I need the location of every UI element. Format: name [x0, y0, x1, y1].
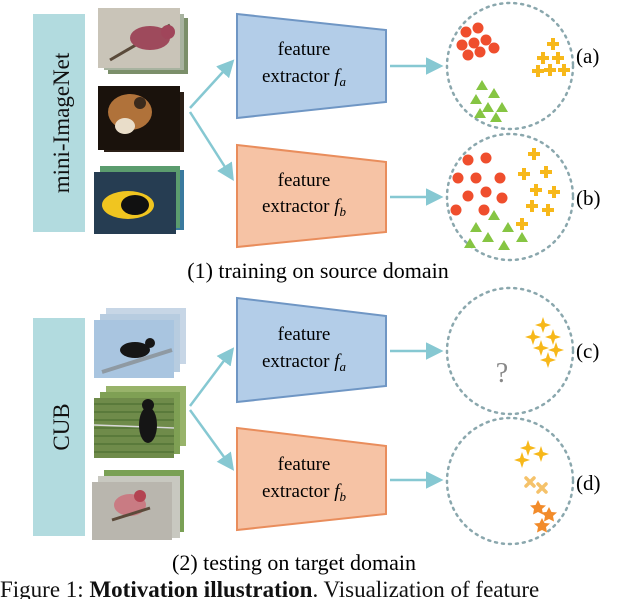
spread-red-dots — [450, 152, 508, 216]
extractor-b-train: feature extractor fb — [236, 143, 387, 249]
panel-label-d: (d) — [576, 471, 601, 495]
source-image-stack-1 — [98, 8, 188, 74]
unknown-mark: ? — [496, 358, 508, 389]
test-yellow-sparkles — [525, 317, 564, 368]
extractor-a-test-line2: extractor fa — [262, 351, 347, 374]
feature-space-a — [445, 1, 575, 131]
caption-prefix: Figure 1: — [0, 577, 90, 599]
target-dataset-label: CUB — [49, 403, 74, 450]
panel-label-c: (c) — [576, 339, 599, 363]
figure-caption: Figure 1: Motivation illustration. Visua… — [0, 574, 640, 599]
extractor-b-train-line2: extractor fb — [262, 196, 347, 219]
test-star-cluster — [530, 500, 557, 533]
target-image-stack-2 — [93, 386, 186, 458]
test-x-cluster — [524, 476, 548, 494]
extractor-a-train-line1: feature — [278, 39, 331, 60]
extractor-b-train-line1: feature — [278, 170, 331, 191]
feature-space-b — [445, 132, 575, 262]
target-dataset-box: CUB — [33, 318, 85, 536]
extractor-a-train-line2: extractor fa — [262, 66, 347, 89]
panel-label-a: (a) — [576, 44, 599, 68]
dataset-to-extractor-arrows — [188, 59, 235, 471]
target-image-stack-1 — [94, 308, 186, 378]
training-section-caption: (1) training on source domain — [187, 258, 449, 283]
caption-bold-title: Motivation illustration — [89, 577, 313, 599]
cluster-red-dots — [456, 22, 500, 61]
source-image-stack-2 — [98, 86, 184, 152]
cluster-yellow-crosses — [532, 38, 570, 77]
extractor-to-space-arrows — [390, 57, 444, 489]
spread-yellow-crosses — [516, 148, 560, 230]
cluster-green-triangles — [470, 80, 508, 122]
extractor-a-train: feature extractor fa — [236, 12, 387, 120]
source-dataset-box: mini-ImageNet — [33, 14, 85, 232]
test-sparkle-cluster — [514, 440, 549, 468]
feature-space-d — [445, 416, 575, 546]
panel-label-b: (b) — [576, 186, 601, 210]
extractor-b-test: feature extractor fb — [236, 426, 387, 532]
spread-green-triangles — [464, 210, 528, 250]
extractor-b-test-line2: extractor fb — [262, 481, 347, 504]
extractor-a-test-line1: feature — [278, 324, 331, 345]
extractor-a-test: feature extractor fa — [236, 296, 387, 404]
source-image-stack-3 — [94, 166, 184, 234]
feature-space-c: ? — [445, 286, 575, 416]
extractor-b-test-line1: feature — [278, 454, 331, 475]
source-dataset-label: mini-ImageNet — [49, 52, 74, 193]
target-image-stack-3 — [92, 470, 184, 540]
testing-section-caption: (2) testing on target domain — [172, 550, 416, 575]
caption-text: . Visualization of feature — [312, 577, 540, 599]
